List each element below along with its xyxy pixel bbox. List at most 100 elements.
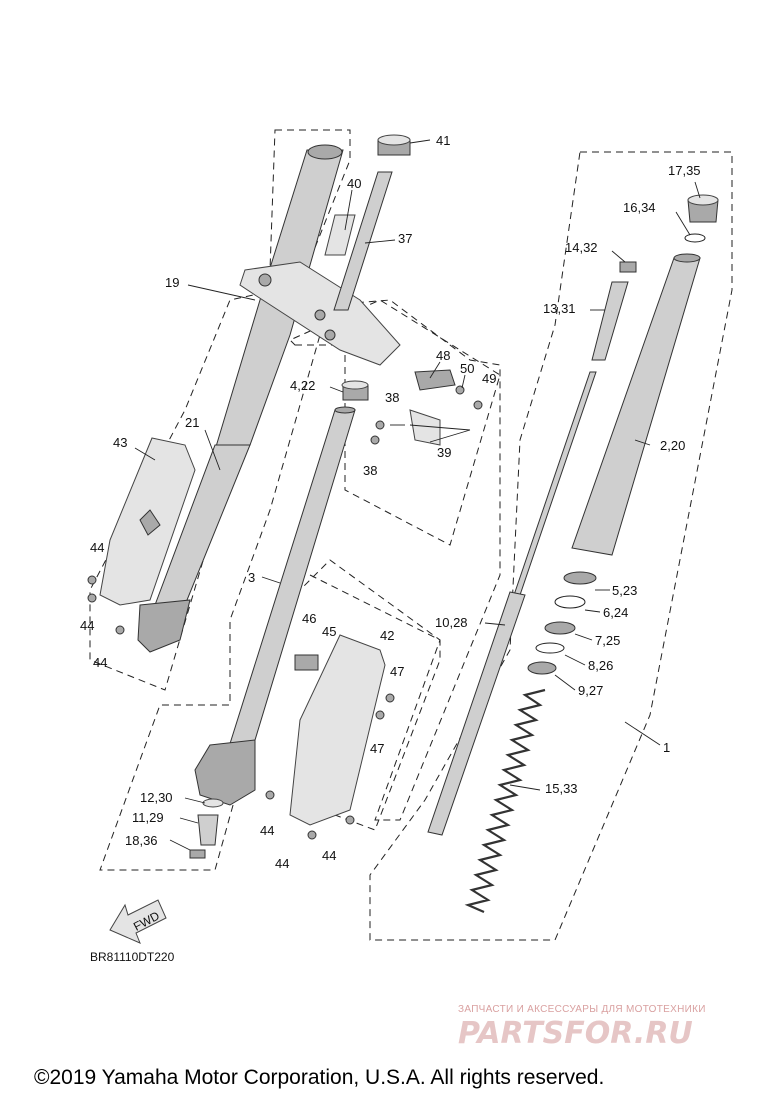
- leader: [409, 139, 431, 144]
- part-label: 38: [385, 390, 399, 405]
- outer-tube-top: [673, 253, 701, 263]
- part-label: 12,30: [140, 790, 173, 805]
- fwd-arrow-shape: [109, 899, 167, 944]
- watermark-tagline: ЗАПЧАСТИ И АКСЕССУАРЫ ДЛЯ МОТОТЕХНИКИ: [458, 1004, 706, 1015]
- steering-stem: [333, 171, 393, 311]
- part-label: 19: [165, 275, 179, 290]
- left-inner-tube-assembly: [194, 380, 369, 806]
- leader: [584, 609, 601, 613]
- part-label: 17,35: [668, 163, 701, 178]
- part-label: 9,27: [578, 683, 603, 698]
- leader: [409, 424, 471, 431]
- part-label: 44: [80, 618, 94, 633]
- bleed-valve-parts: [189, 798, 224, 859]
- part-label: 46: [302, 611, 316, 626]
- leader: [364, 239, 396, 244]
- fork-guard-right-assembly: [265, 634, 395, 840]
- part-label: 50: [460, 361, 474, 376]
- cap-18-36: [189, 849, 206, 859]
- clamp-plate-39: [409, 409, 441, 446]
- guard-logo-mark: [139, 509, 161, 536]
- leader: [187, 284, 256, 301]
- spacer-collar: [324, 214, 356, 256]
- leader: [204, 429, 221, 471]
- part-label: 6,24: [603, 605, 628, 620]
- leader: [611, 250, 626, 263]
- part-label: 49: [482, 371, 496, 386]
- fork-spring-15-33: [464, 688, 546, 914]
- leader: [574, 633, 593, 641]
- leader: [261, 576, 281, 584]
- bolt-44: [265, 790, 275, 800]
- part-label: 11,29: [132, 810, 164, 825]
- part-label: 1: [663, 740, 670, 755]
- bolt-38: [375, 420, 385, 430]
- part-label: 4,22: [290, 378, 315, 393]
- outer-tube-2-20: [571, 257, 701, 556]
- cap-bolt-top: [687, 194, 719, 206]
- hose-clamp-48: [414, 369, 456, 391]
- part-label: 15,33: [545, 781, 578, 796]
- part-label: 45: [322, 624, 336, 639]
- leader: [509, 784, 541, 791]
- part-label: 37: [398, 231, 412, 246]
- bolt-44: [345, 815, 355, 825]
- seal-9-27: [527, 661, 557, 675]
- leader: [429, 429, 471, 443]
- part-label: 44: [322, 848, 336, 863]
- leader: [461, 374, 466, 389]
- bolt: [87, 593, 97, 603]
- inner-tube-top: [334, 406, 356, 414]
- bolt-44: [307, 830, 317, 840]
- leader: [184, 797, 206, 804]
- washer-8-26: [535, 642, 565, 654]
- leader: [169, 839, 191, 851]
- leader: [564, 654, 586, 666]
- left-axle-bracket: [137, 599, 191, 653]
- leader: [554, 674, 576, 691]
- outer-tube-top: [307, 144, 343, 160]
- bolt-38: [370, 435, 380, 445]
- adjuster-11-29: [197, 814, 219, 846]
- inner-tube-10-28: [427, 591, 526, 836]
- part-label: 47: [390, 664, 404, 679]
- part-label: 5,23: [612, 583, 637, 598]
- leader: [134, 447, 156, 461]
- diagram-code: BR81110DT220: [90, 950, 175, 964]
- left-axle-holder: [194, 739, 256, 806]
- part-label: 48: [436, 348, 450, 363]
- part-label: 39: [437, 445, 451, 460]
- left-leg-group-outline: [289, 299, 501, 546]
- leader: [694, 181, 701, 199]
- bolt-50: [455, 385, 465, 395]
- partsfor-watermark: ЗАПЧАСТИ И АКСЕССУАРЫ ДЛЯ МОТОТЕХНИКИ PA…: [458, 1004, 706, 1051]
- part-label: 7,25: [595, 633, 620, 648]
- part-label: 47: [370, 741, 384, 756]
- leader: [329, 386, 344, 393]
- clamp-bolt: [258, 273, 272, 287]
- part-label: 42: [380, 628, 394, 643]
- guard-clamp-46: [294, 654, 319, 671]
- bushing-14-32: [619, 261, 637, 273]
- part-label: 44: [93, 655, 107, 670]
- part-label: 8,26: [588, 658, 613, 673]
- forward-arrow-icon: FWD: [109, 899, 167, 944]
- bearing-top: [377, 134, 411, 146]
- o-ring-12-30: [202, 798, 224, 808]
- leader: [429, 361, 441, 379]
- leader: [624, 721, 661, 746]
- bolt-47: [375, 710, 385, 720]
- part-label: 44: [260, 823, 274, 838]
- part-label: 14,32: [565, 240, 598, 255]
- ring-6-24: [554, 595, 586, 609]
- brake-hose-clamp-parts: [370, 369, 483, 446]
- bolt-49: [473, 400, 483, 410]
- bushing-7-25: [544, 621, 576, 635]
- part-label: 2,20: [660, 438, 685, 453]
- bolt: [115, 625, 125, 635]
- collar-top: [341, 380, 369, 390]
- part-label: 44: [275, 856, 289, 871]
- leader: [634, 439, 651, 446]
- bolt: [87, 575, 97, 585]
- part-labels: 41 40 37 19 17,35 16,34 14,32 13,31 48 5…: [80, 133, 701, 871]
